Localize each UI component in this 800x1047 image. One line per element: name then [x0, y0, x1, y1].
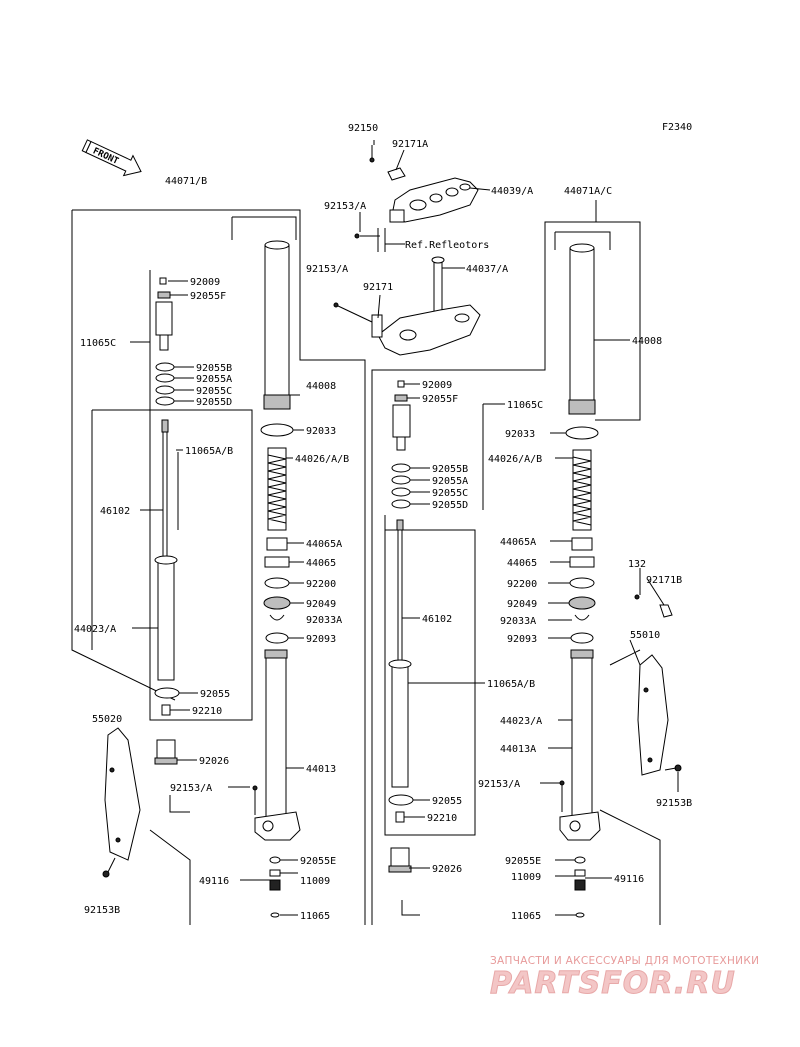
part-label: 44023/A	[500, 716, 542, 727]
part-label: 92055B	[432, 464, 468, 475]
part-label: 92055F	[190, 291, 226, 302]
part-label: 92150	[348, 123, 378, 134]
part-labels: 92150 92171A 44071/B 44039/A 44071A/C 92…	[74, 123, 692, 922]
part-label: 44026/A/B	[488, 454, 542, 465]
left-outer-tube	[260, 240, 294, 437]
part-label: 11065	[511, 911, 541, 922]
part-label: 92200	[306, 579, 336, 590]
part-label: 92055C	[432, 488, 468, 499]
part-label: 11009	[511, 872, 541, 883]
part-label: 92171	[363, 282, 393, 293]
right-outer-tube	[565, 243, 599, 440]
part-label: 92093	[306, 634, 336, 645]
part-label: 44013A	[500, 744, 536, 755]
watermark-caption: ЗАПЧАСТИ И АКСЕССУАРЫ ДЛЯ МОТОТЕХНИКИ	[490, 955, 759, 967]
part-label: 44026/A/B	[295, 454, 349, 465]
part-label: 92055	[200, 689, 230, 700]
left-cartridge-parts	[155, 277, 175, 406]
part-label: 92033	[505, 429, 535, 440]
part-label: 92055D	[432, 500, 468, 511]
part-label: 92009	[422, 380, 452, 391]
part-label: 92153B	[84, 905, 120, 916]
part-label: 92153B	[656, 798, 692, 809]
part-label: 92171B	[646, 575, 682, 586]
right-cartridge-parts	[391, 380, 411, 509]
part-label: 44039/A	[491, 186, 533, 197]
upper-triple-clamp	[354, 145, 479, 252]
part-label: 92153/A	[170, 783, 212, 794]
left-fork-spring	[263, 447, 291, 644]
part-label: 49116	[614, 874, 644, 885]
part-label: 44065A	[500, 537, 536, 548]
part-label: 92026	[199, 756, 229, 767]
right-fork-guard	[634, 594, 682, 776]
part-label: 11009	[300, 876, 330, 887]
part-label: 92055B	[196, 363, 232, 374]
part-label: 92055	[432, 796, 462, 807]
part-label: 92033A	[500, 616, 536, 627]
part-label: 44071A/C	[564, 186, 612, 197]
right-fork-spring	[568, 449, 596, 644]
part-label: 92153/A	[324, 201, 366, 212]
part-label: 92026	[432, 864, 462, 875]
part-label: 92171A	[392, 139, 428, 150]
watermark-logo: PARTSFOR.RU	[490, 966, 736, 1001]
part-label: 92055A	[432, 476, 468, 487]
left-fork-guard	[102, 727, 141, 878]
part-label: 44037/A	[466, 264, 508, 275]
part-label: 92200	[507, 579, 537, 590]
leader-lines	[130, 140, 679, 916]
part-label: 44008	[632, 336, 662, 347]
left-assembly-frame	[71, 209, 366, 925]
part-label: 92093	[507, 634, 537, 645]
part-label: 44065A	[306, 539, 342, 550]
part-label: 44008	[306, 381, 336, 392]
front-arrow-icon: FRONT	[81, 139, 142, 177]
part-label: 11065	[300, 911, 330, 922]
part-label: 44071/B	[165, 176, 207, 187]
ref-label: Ref.Refleotors	[405, 240, 489, 251]
left-damper-rod	[154, 419, 180, 765]
part-label: 44065	[507, 558, 537, 569]
part-label: 92055F	[422, 394, 458, 405]
part-label: 55010	[630, 630, 660, 641]
part-label: 92033A	[306, 615, 342, 626]
right-inner-tube	[559, 649, 601, 918]
part-label: 11065C	[507, 400, 543, 411]
part-label: 11065C	[80, 338, 116, 349]
part-label: 92049	[507, 599, 537, 610]
part-label: 132	[628, 559, 646, 570]
diagram-code: F2340	[662, 122, 692, 133]
part-label: 44023/A	[74, 624, 116, 635]
right-assembly-frame	[169, 221, 661, 925]
part-label: 55020	[92, 714, 122, 725]
lower-clamp-stem	[333, 256, 481, 356]
part-label: 11065A/B	[185, 446, 233, 457]
part-label: 92055D	[196, 397, 232, 408]
watermark: ЗАПЧАСТИ И АКСЕССУАРЫ ДЛЯ МОТОТЕХНИКИ PA…	[490, 955, 759, 1002]
right-damper-rod	[388, 519, 414, 873]
part-label: 92055C	[196, 386, 232, 397]
part-label: 11065A/B	[487, 679, 535, 690]
part-label: 46102	[422, 614, 452, 625]
part-label: 92009	[190, 277, 220, 288]
part-label: 92055E	[300, 856, 336, 867]
part-label: 92210	[192, 706, 222, 717]
part-label: 92210	[427, 813, 457, 824]
part-label: 44065	[306, 558, 336, 569]
left-inner-tube	[252, 649, 301, 918]
part-label: 49116	[199, 876, 229, 887]
part-label: 92153/A	[306, 264, 348, 275]
part-label: 44013	[306, 764, 336, 775]
part-label: 92033	[306, 426, 336, 437]
part-label: 46102	[100, 506, 130, 517]
part-label: 92055A	[196, 374, 232, 385]
part-label: 92049	[306, 599, 336, 610]
part-label: 92055E	[505, 856, 541, 867]
part-label: 92153/A	[478, 779, 520, 790]
